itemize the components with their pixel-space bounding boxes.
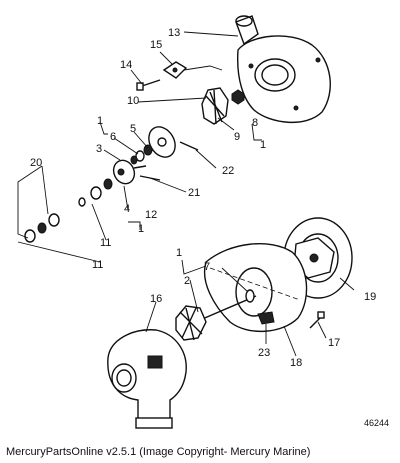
callout-1: 1: [176, 247, 182, 259]
callout-2: 2: [184, 275, 190, 287]
clamp-plate-15[interactable]: [162, 61, 188, 79]
seal-plate[interactable]: [144, 122, 181, 162]
heat-shield[interactable]: [204, 243, 308, 333]
compressor-housing[interactable]: [235, 15, 331, 124]
diagram-number: 46244: [364, 418, 390, 428]
ring-7[interactable]: [245, 289, 255, 303]
callout-5: 5: [130, 123, 136, 135]
callout-9: 9: [234, 131, 240, 143]
callout-19: 19: [364, 291, 376, 303]
callout-3: 3: [96, 143, 102, 155]
small-parts-left[interactable]: [24, 178, 113, 243]
callout-22: 22: [222, 165, 234, 177]
thrust-parts[interactable]: [130, 144, 153, 165]
leader-lines: [17, 31, 355, 357]
callout-4: 4: [124, 203, 130, 215]
callout-23: 23: [258, 347, 270, 359]
nut-8[interactable]: [231, 89, 245, 105]
pin-22[interactable]: [179, 141, 199, 151]
callout-1: 1: [97, 115, 103, 127]
callout-20: 20: [30, 157, 42, 169]
footer-caption: MercuryPartsOnline v2.5.1 (Image Copyrig…: [6, 446, 311, 458]
callout-1: 1: [138, 223, 144, 235]
callout-1: 1: [260, 139, 266, 151]
callout-21: 21: [188, 187, 200, 199]
callout-11: 11: [100, 237, 111, 249]
callout-6: 6: [110, 131, 116, 143]
thrust-collar[interactable]: [110, 157, 161, 187]
callout-13: 13: [168, 27, 180, 39]
callout-14: 14: [120, 59, 132, 71]
callout-15: 15: [150, 39, 162, 51]
turbine-housing[interactable]: [107, 329, 187, 429]
bracket-23[interactable]: [257, 311, 275, 325]
bolt-14[interactable]: [136, 79, 161, 91]
bolt-17[interactable]: [309, 311, 325, 329]
callout-11: 11: [92, 259, 103, 271]
callout-12: 12: [145, 209, 157, 221]
callout-18: 18: [290, 357, 302, 369]
callout-labels: 13 15 14 10 9 8 1 1 5 6 3 22 21 4 12 1 2…: [30, 27, 376, 369]
callout-16: 16: [150, 293, 162, 305]
callout-10: 10: [127, 95, 139, 107]
compressor-wheel[interactable]: [201, 87, 229, 125]
callout-7: 7: [204, 261, 210, 273]
callout-17: 17: [328, 337, 340, 349]
callout-8: 8: [252, 117, 258, 129]
